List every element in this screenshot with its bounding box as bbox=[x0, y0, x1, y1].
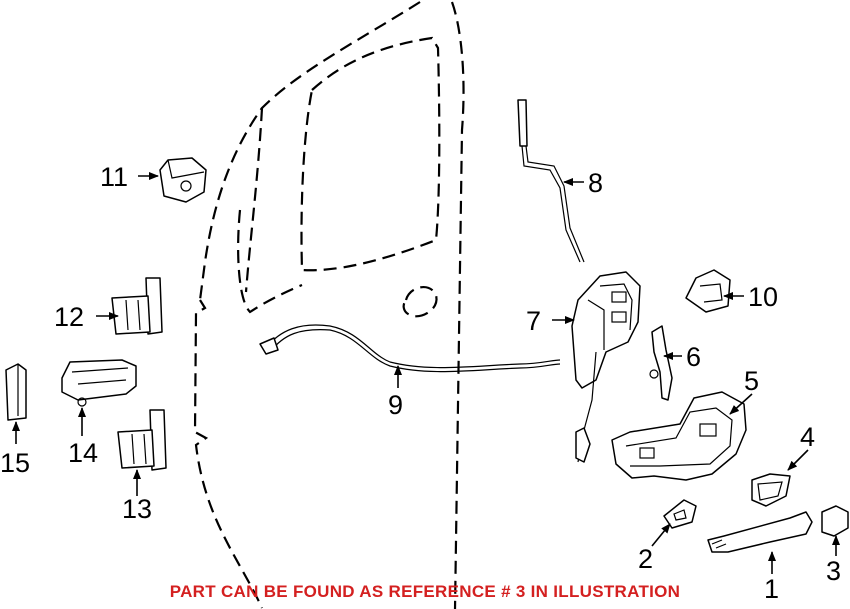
ref-label-13: 13 bbox=[122, 494, 152, 524]
door-outline bbox=[193, 1, 465, 609]
ref-label-3: 3 bbox=[826, 556, 841, 586]
ref-label-12: 12 bbox=[54, 302, 84, 332]
part-4-handle-cover bbox=[751, 473, 791, 507]
ref-label-8: 8 bbox=[588, 168, 603, 198]
ref-label-1: 1 bbox=[764, 574, 779, 604]
ref-label-9: 9 bbox=[388, 390, 403, 420]
reference-notice: PART CAN BE FOUND AS REFERENCE # 3 IN IL… bbox=[169, 582, 681, 601]
ref-label-6: 6 bbox=[686, 342, 701, 372]
part-2-cap bbox=[663, 499, 697, 529]
ref-label-14: 14 bbox=[68, 438, 98, 468]
ref-label-4: 4 bbox=[800, 422, 815, 452]
part-9-cable bbox=[259, 324, 561, 373]
part-8-rod bbox=[517, 99, 585, 263]
part-6-seal bbox=[649, 325, 673, 401]
part-13-lower-hinge bbox=[117, 409, 167, 471]
ref-label-5: 5 bbox=[744, 366, 759, 396]
ref-label-7: 7 bbox=[526, 306, 541, 336]
ref-label-15: 15 bbox=[0, 448, 30, 478]
part-12-upper-hinge bbox=[111, 277, 163, 335]
leader-lines bbox=[12, 172, 840, 574]
ref-label-10: 10 bbox=[748, 282, 778, 312]
part-11-door-check bbox=[159, 157, 207, 203]
part-14-bracket bbox=[61, 359, 137, 407]
part-1-outer-handle bbox=[707, 511, 813, 553]
part-3-end-cap bbox=[821, 505, 849, 537]
part-5-handle-carrier bbox=[611, 391, 747, 481]
part-10-striker bbox=[685, 269, 731, 313]
reference-labels: 11 12 13 14 15 9 8 7 10 6 5 4 2 1 3 bbox=[0, 162, 841, 604]
part-7-door-latch bbox=[571, 271, 641, 463]
ref-label-11: 11 bbox=[100, 162, 128, 192]
part-15-cover bbox=[5, 363, 27, 421]
ref-label-2: 2 bbox=[638, 544, 653, 574]
